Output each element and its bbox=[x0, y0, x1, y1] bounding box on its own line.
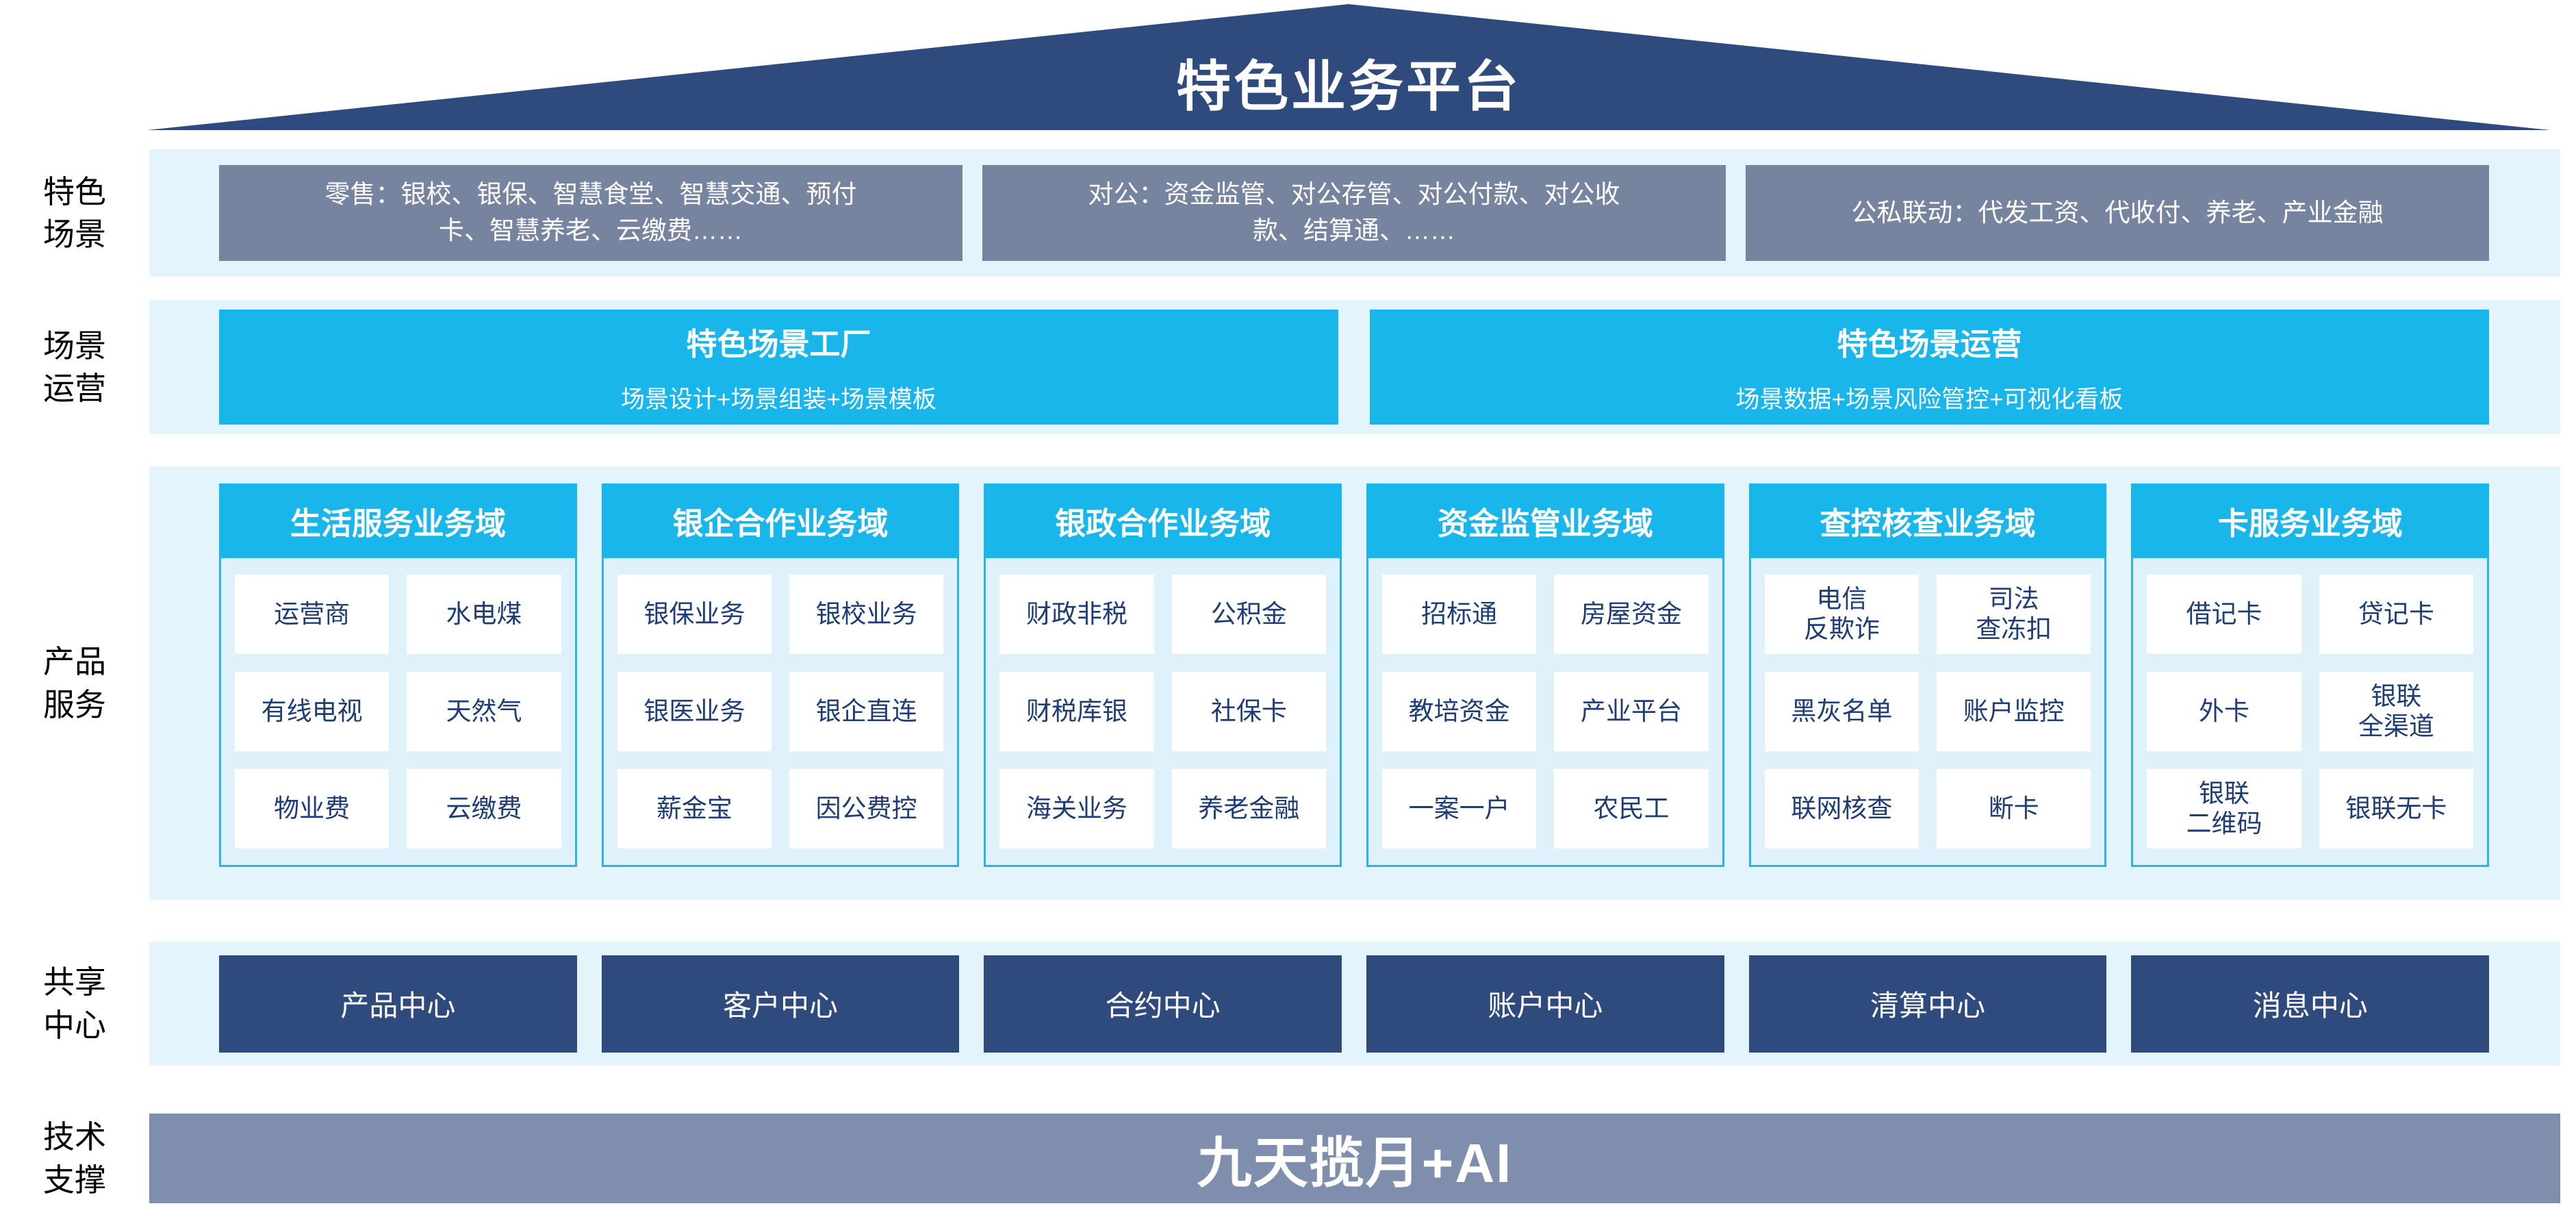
product-cell: 物业费 bbox=[235, 769, 390, 848]
section-label-shared: 共享 中心 bbox=[43, 964, 106, 1043]
product-cell: 电信 反欺诈 bbox=[1764, 575, 1920, 654]
product-cell: 联网核查 bbox=[1764, 769, 1920, 848]
product-cell: 银联 二维码 bbox=[2147, 769, 2301, 848]
product-cell: 账户监控 bbox=[1937, 672, 2091, 751]
product-cell: 银企直连 bbox=[789, 672, 944, 751]
product-column-header: 查控核查业务域 bbox=[1748, 483, 2107, 558]
scene-box-public-private: 公私联动：代发工资、代收付、养老、产业金融 bbox=[1746, 165, 2489, 261]
products-band: 生活服务业务域 运营商 水电煤 有线电视 天然气 物业费 云缴费 银企合作业务域… bbox=[149, 466, 2560, 900]
product-cell: 产业平台 bbox=[1554, 672, 1709, 751]
scene-box-corporate: 对公：资金监管、对公存管、对公付款、对公收 款、结算通、…… bbox=[982, 165, 1726, 261]
product-cell: 农民工 bbox=[1554, 769, 1709, 848]
product-cell: 运营商 bbox=[235, 575, 390, 654]
operation-box-subtitle: 场景设计+场景组装+场景模板 bbox=[621, 386, 936, 413]
product-cell: 社保卡 bbox=[1171, 672, 1327, 751]
product-cell: 招标通 bbox=[1382, 575, 1537, 654]
product-cell: 黑灰名单 bbox=[1764, 672, 1920, 751]
scenes-band: 零售：银校、银保、智慧食堂、智慧交通、预付 卡、智慧养老、云缴费…… 对公：资金… bbox=[149, 149, 2560, 277]
product-cell: 银医业务 bbox=[617, 672, 771, 751]
product-cell: 财政非税 bbox=[999, 575, 1154, 654]
operation-box-title: 特色场景工厂 bbox=[686, 327, 871, 362]
product-column-header: 生活服务业务域 bbox=[219, 483, 577, 558]
operation-band: 特色场景工厂 场景设计+场景组装+场景模板 特色场景运营 场景数据+场景风险管控… bbox=[149, 300, 2560, 434]
product-column-body: 招标通 房屋资金 教培资金 产业平台 一案一户 农民工 bbox=[1366, 558, 1724, 867]
product-column-inquiry-control: 查控核查业务域 电信 反欺诈 司法 查冻扣 黑灰名单 账户监控 联网核查 断卡 bbox=[1748, 483, 2107, 867]
product-cell: 借记卡 bbox=[2147, 575, 2301, 654]
page-title: 特色业务平台 bbox=[1176, 56, 1521, 117]
shared-center-product: 产品中心 bbox=[219, 955, 577, 1053]
product-column-header: 资金监管业务域 bbox=[1366, 483, 1724, 558]
operation-box-subtitle: 场景数据+场景风险管控+可视化看板 bbox=[1735, 386, 2124, 413]
shared-center-customer: 客户中心 bbox=[601, 955, 960, 1053]
product-cell: 海关业务 bbox=[999, 769, 1154, 848]
product-column-body: 运营商 水电煤 有线电视 天然气 物业费 云缴费 bbox=[219, 558, 577, 867]
product-cell: 外卡 bbox=[2147, 672, 2301, 751]
product-column-header: 银政合作业务域 bbox=[984, 483, 1342, 558]
product-cell: 云缴费 bbox=[407, 769, 561, 848]
section-label-products: 产品 服务 bbox=[43, 644, 106, 722]
product-cell: 房屋资金 bbox=[1554, 575, 1709, 654]
section-label-scenes: 特色 场景 bbox=[43, 173, 106, 252]
tech-support-bar: 九天揽月+AI bbox=[149, 1114, 2560, 1203]
product-cell: 养老金融 bbox=[1171, 769, 1327, 848]
tech-support-label: 九天揽月+AI bbox=[1197, 1132, 1513, 1194]
product-column-bank-government: 银政合作业务域 财政非税 公积金 财税库银 社保卡 海关业务 养老金融 bbox=[984, 483, 1342, 867]
product-cell: 财税库银 bbox=[999, 672, 1154, 751]
product-column-header: 银企合作业务域 bbox=[601, 483, 960, 558]
product-cell: 薪金宝 bbox=[617, 769, 771, 848]
shared-center-contract: 合约中心 bbox=[984, 955, 1342, 1053]
shared-center-account: 账户中心 bbox=[1366, 955, 1724, 1053]
product-column-body: 银保业务 银校业务 银医业务 银企直连 薪金宝 因公费控 bbox=[601, 558, 960, 867]
operation-box-title: 特色场景运营 bbox=[1837, 327, 2022, 362]
product-cell: 贷记卡 bbox=[2319, 575, 2474, 654]
section-label-operation: 场景 运营 bbox=[43, 327, 106, 406]
product-cell: 教培资金 bbox=[1382, 672, 1537, 751]
product-column-life-services: 生活服务业务域 运营商 水电煤 有线电视 天然气 物业费 云缴费 bbox=[219, 483, 577, 867]
shared-center-clearing: 清算中心 bbox=[1748, 955, 2107, 1053]
section-label-tech: 技术 支撑 bbox=[43, 1119, 106, 1198]
product-column-card-services: 卡服务业务域 借记卡 贷记卡 外卡 银联 全渠道 银联 二维码 银联无卡 bbox=[2131, 483, 2490, 867]
operation-box-scene-factory: 特色场景工厂 场景设计+场景组装+场景模板 bbox=[219, 310, 1338, 425]
product-cell: 断卡 bbox=[1937, 769, 2091, 848]
product-cell: 银校业务 bbox=[789, 575, 944, 654]
product-cell: 因公费控 bbox=[789, 769, 944, 848]
product-cell: 司法 查冻扣 bbox=[1937, 575, 2091, 654]
product-cell: 公积金 bbox=[1171, 575, 1327, 654]
product-column-header: 卡服务业务域 bbox=[2131, 483, 2490, 558]
product-column-body: 财政非税 公积金 财税库银 社保卡 海关业务 养老金融 bbox=[984, 558, 1342, 867]
operation-box-scene-operation: 特色场景运营 场景数据+场景风险管控+可视化看板 bbox=[1370, 310, 2489, 425]
product-column-bank-enterprise: 银企合作业务域 银保业务 银校业务 银医业务 银企直连 薪金宝 因公费控 bbox=[601, 483, 960, 867]
scene-box-retail: 零售：银校、银保、智慧食堂、智慧交通、预付 卡、智慧养老、云缴费…… bbox=[219, 165, 962, 261]
product-column-fund-supervision: 资金监管业务域 招标通 房屋资金 教培资金 产业平台 一案一户 农民工 bbox=[1366, 483, 1724, 867]
product-cell: 银联无卡 bbox=[2319, 769, 2474, 848]
product-cell: 一案一户 bbox=[1382, 769, 1537, 848]
product-cell: 银保业务 bbox=[617, 575, 771, 654]
product-column-body: 借记卡 贷记卡 外卡 银联 全渠道 银联 二维码 银联无卡 bbox=[2131, 558, 2490, 867]
shared-centers-band: 产品中心 客户中心 合约中心 账户中心 清算中心 消息中心 bbox=[149, 942, 2560, 1066]
product-cell: 水电煤 bbox=[407, 575, 561, 654]
product-cell: 天然气 bbox=[407, 672, 561, 751]
product-cell: 银联 全渠道 bbox=[2319, 672, 2474, 751]
product-cell: 有线电视 bbox=[235, 672, 390, 751]
product-column-body: 电信 反欺诈 司法 查冻扣 黑灰名单 账户监控 联网核查 断卡 bbox=[1748, 558, 2107, 867]
shared-center-message: 消息中心 bbox=[2131, 955, 2490, 1053]
